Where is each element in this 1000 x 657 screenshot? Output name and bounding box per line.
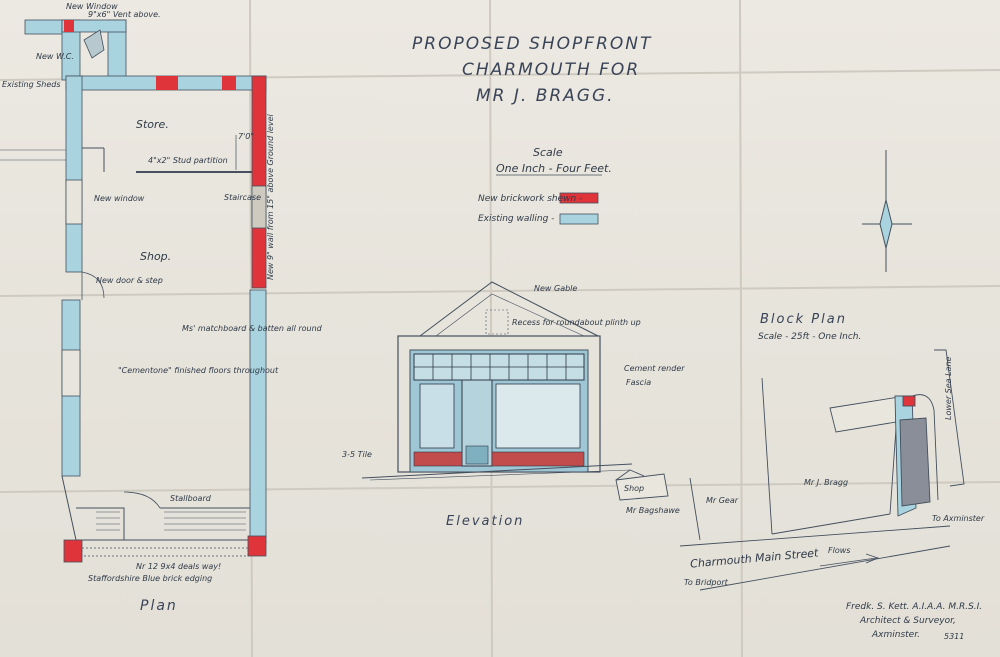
label-deal-way: Nr 12 9x4 deals way! <box>136 562 222 571</box>
label-matchboard: Ms' matchboard & batten all round <box>182 324 322 333</box>
label-fascia: Fascia <box>626 378 652 387</box>
label-new-window-side: New window <box>94 194 145 203</box>
label-to-axminster: To Axminster <box>932 514 985 523</box>
drawing-number: 5311 <box>944 632 965 641</box>
floor-plan <box>0 19 267 563</box>
north-arrow <box>862 150 912 272</box>
label-mr-gear: Mr Gear <box>706 496 739 505</box>
label-tiles: 3-5 Tile <box>342 450 372 459</box>
label-cementone: "Cementone" finished floors throughout <box>118 366 279 375</box>
label-cement-render: Cement render <box>624 364 685 373</box>
scale-value: One Inch - Four Feet. <box>496 162 612 175</box>
signature-line-3: Axminster. <box>872 630 920 640</box>
label-vent-above: 9"x6" Vent above. <box>88 10 161 19</box>
signature-line-2: Architect & Surveyor, <box>860 616 956 626</box>
plan-title: Plan <box>140 598 178 614</box>
label-dim-7-0: 7'0" <box>238 132 255 141</box>
label-wc: New W.C. <box>36 52 74 61</box>
label-mr-bragg: Mr J. Bragg <box>804 478 849 487</box>
legend-existing-walling: Existing walling - <box>478 214 555 224</box>
scale-heading: Scale <box>533 146 563 159</box>
label-new-window: New Window <box>66 2 118 11</box>
label-block-shop: Shop <box>624 484 645 493</box>
block-plan-title: Block Plan <box>760 312 847 327</box>
label-existing-sheds: Existing Sheds <box>2 80 61 89</box>
label-to-bridport: To Bridport <box>684 578 728 587</box>
shopfront-elevation <box>361 281 633 481</box>
label-stud-partition: 4"x2" Stud partition <box>148 156 228 165</box>
label-wall-note: New 9" wall from 15" above Ground level <box>266 114 275 280</box>
block-plan-map <box>615 349 965 591</box>
title-line-1: PROPOSED SHOPFRONT <box>412 34 653 54</box>
elevation-title: Elevation <box>446 514 525 529</box>
label-staircase: Staircase <box>224 193 262 202</box>
label-mr-bagshawe: Mr Bagshawe <box>626 506 680 515</box>
label-store: Store. <box>136 118 169 131</box>
signature-line-1: Fredk. S. Kett. A.I.A.A. M.R.S.I. <box>846 602 983 612</box>
label-stallboard: Stallboard <box>170 494 211 503</box>
label-recess-note: Recess for roundabout plinth up <box>512 318 641 327</box>
label-new-door: New door & step <box>96 276 163 285</box>
label-shop: Shop. <box>140 250 172 263</box>
legend-swatches <box>496 174 602 225</box>
label-flow: Flows <box>828 546 851 555</box>
label-lower-sea-lane: Lower Sea Lane <box>944 356 953 420</box>
title-line-2: CHARMOUTH FOR <box>462 60 641 80</box>
label-stall-note: Staffordshire Blue brick edging <box>88 574 213 583</box>
label-new-gable: New Gable <box>534 284 578 293</box>
title-line-3: MR J. BRAGG. <box>476 86 615 106</box>
block-plan-scale: Scale - 25ft - One Inch. <box>758 332 862 342</box>
legend-new-brickwork: New brickwork shewn - <box>478 194 583 204</box>
